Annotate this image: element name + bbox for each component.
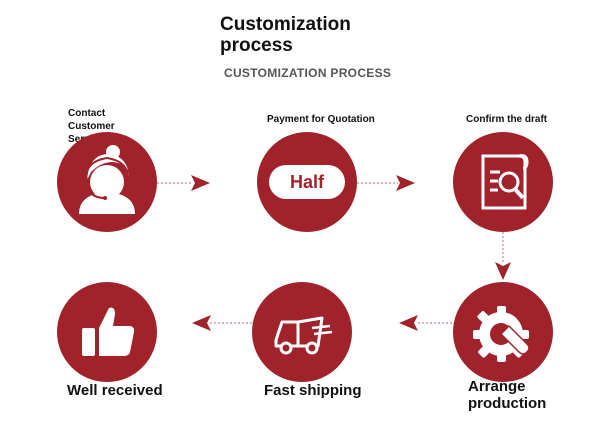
document-magnifier-icon xyxy=(481,154,529,210)
step-circle-shipping xyxy=(252,282,352,382)
step-label-payment: Payment for Quotation xyxy=(267,114,375,125)
step-label-shipping: Fast shipping xyxy=(264,382,362,399)
step-circle-contact xyxy=(57,132,157,232)
arrow-down-icon xyxy=(495,262,511,280)
headset-agent-icon xyxy=(79,145,135,214)
step-circle-confirm xyxy=(453,132,553,232)
thumbs-up-icon xyxy=(82,307,135,356)
step-label-confirm: Confirm the draft xyxy=(466,114,548,125)
arrow-left-icon xyxy=(192,315,211,331)
step-circle-payment: Half xyxy=(257,132,357,232)
step-circle-production xyxy=(453,282,553,382)
arrow-right-icon xyxy=(396,175,415,191)
half-badge: Half xyxy=(269,165,345,199)
page-title: Customization process xyxy=(220,14,351,56)
step-label-received: Well received xyxy=(67,382,163,399)
step-label-production: Arrange production xyxy=(468,378,547,412)
arrow-right-icon xyxy=(191,175,210,191)
delivery-truck-icon xyxy=(274,316,333,355)
gear-wrench-icon xyxy=(473,306,530,362)
arrow-left-icon xyxy=(399,315,418,331)
page-subtitle: CUSTOMIZATION PROCESS xyxy=(224,66,392,80)
step-circle-received xyxy=(57,282,157,382)
